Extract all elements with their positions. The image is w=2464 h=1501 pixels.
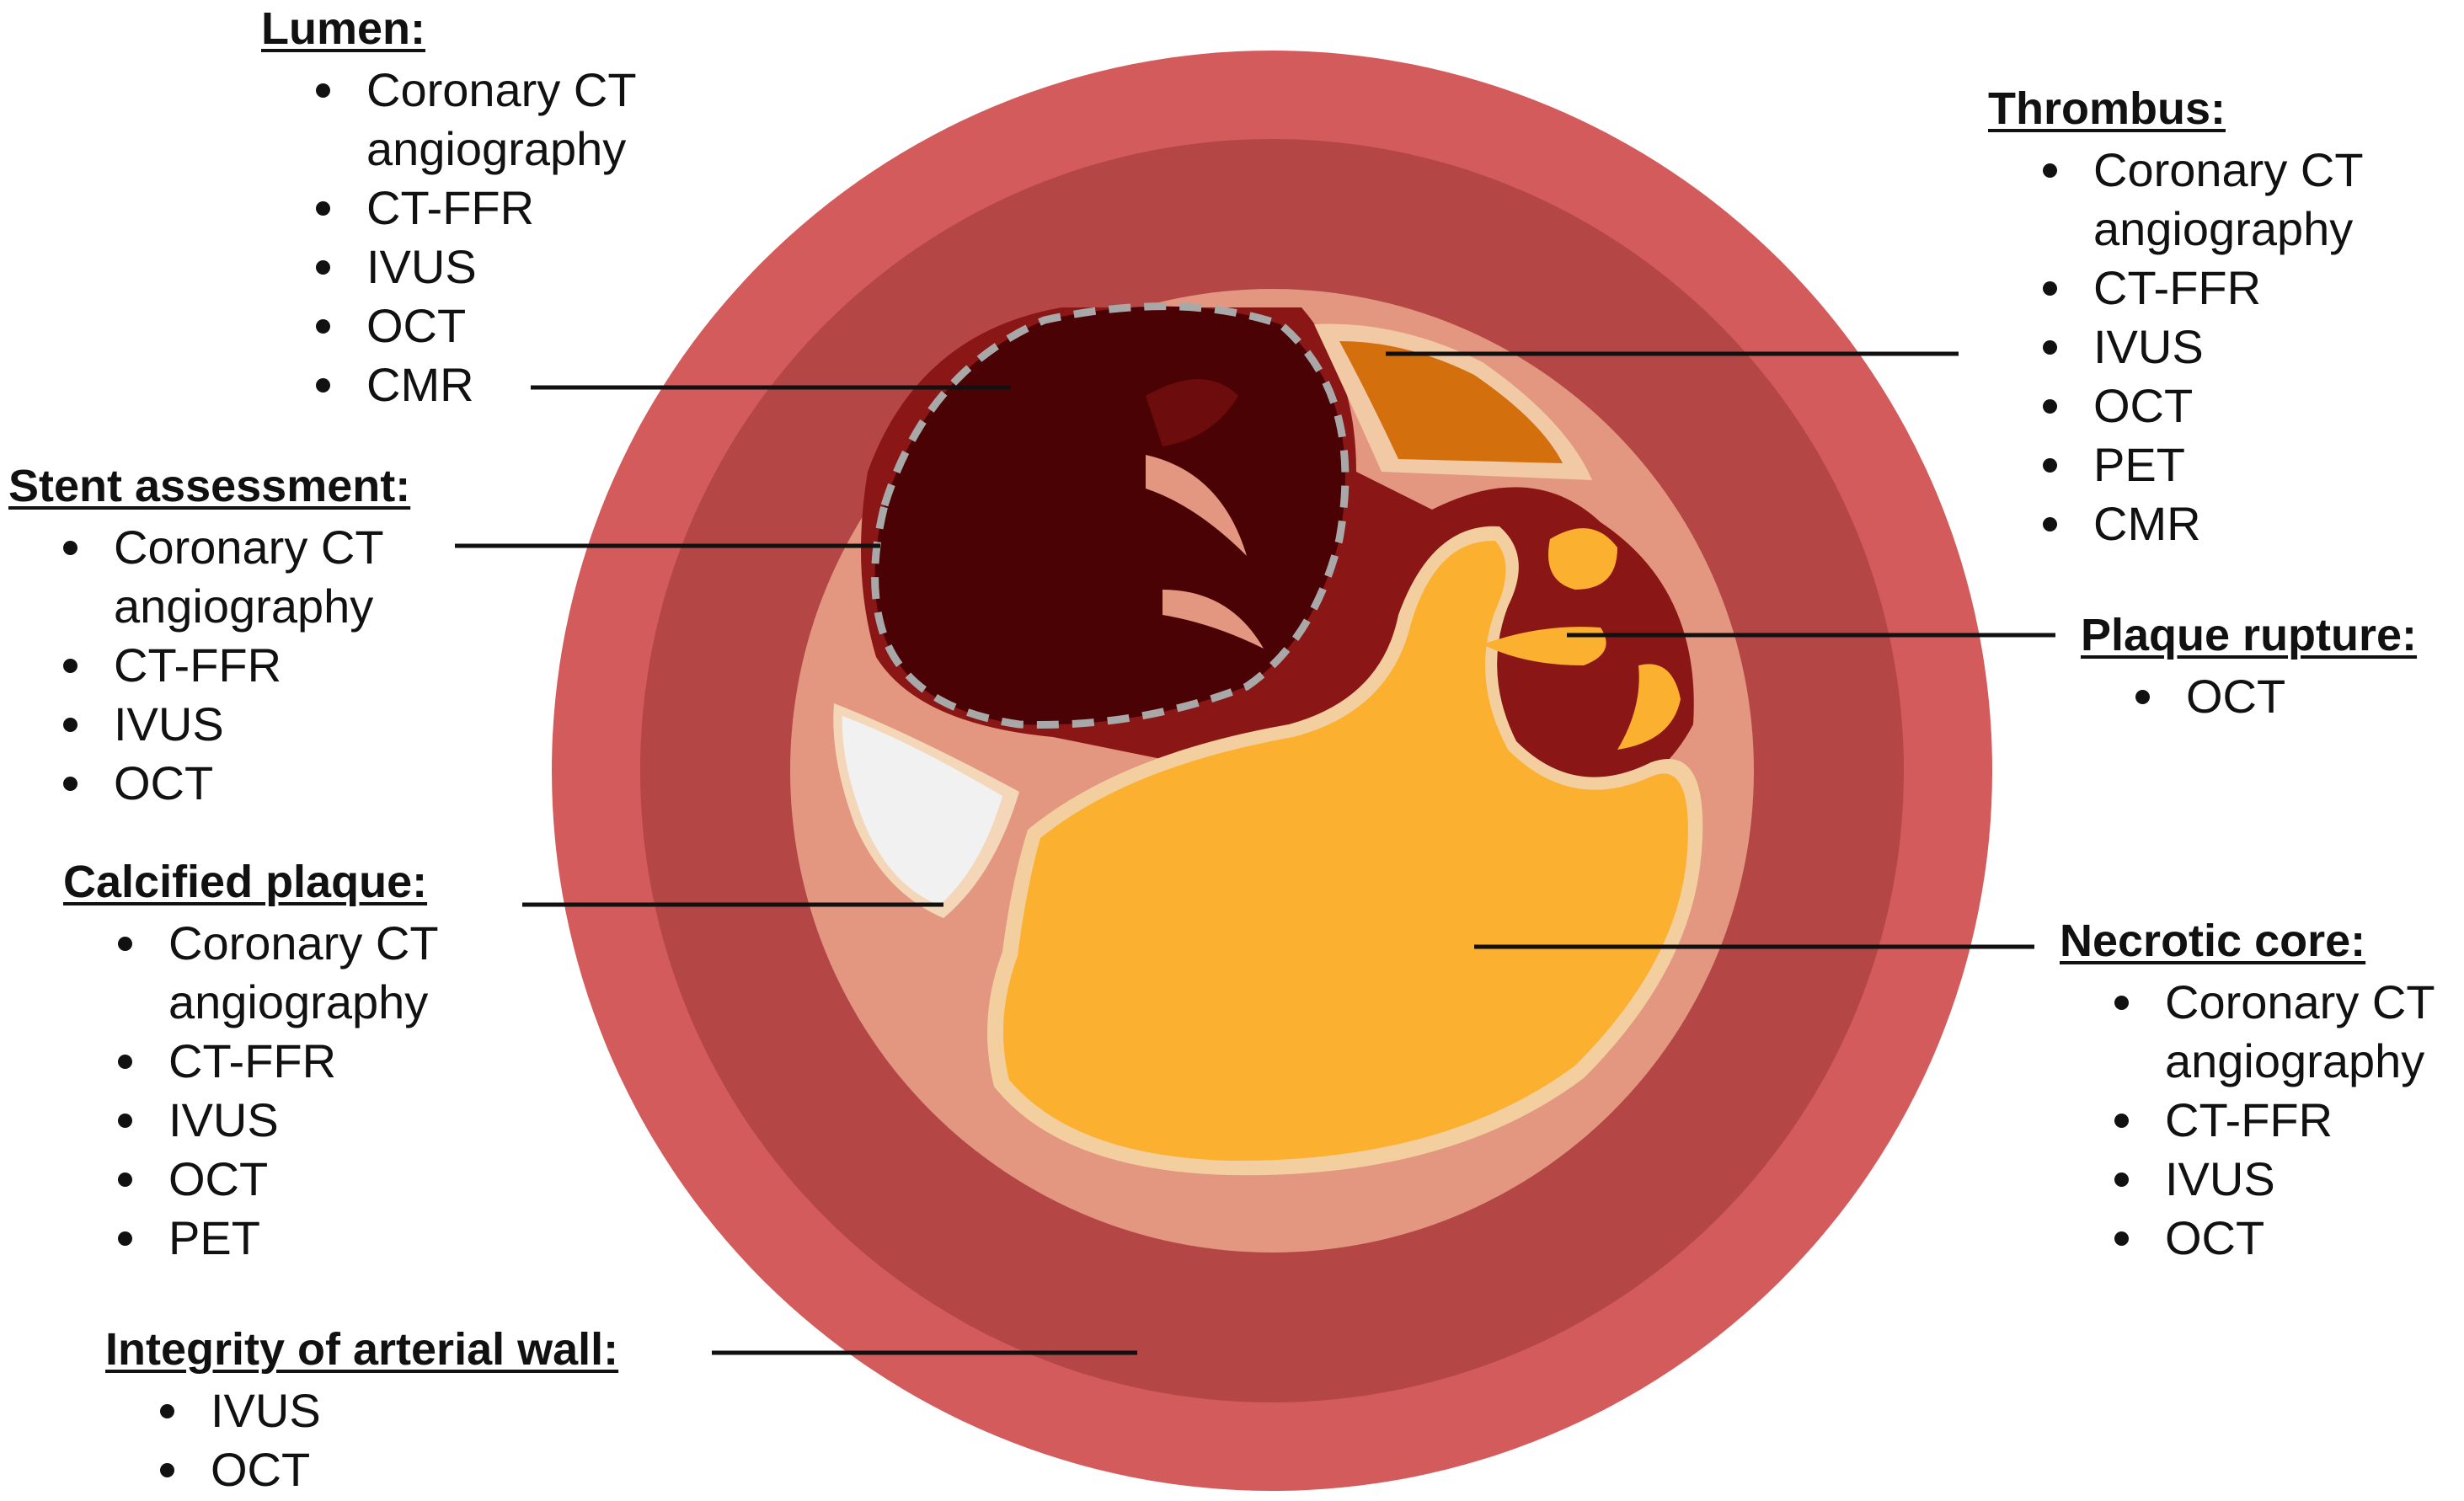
- label-arterial-wall: Integrity of arterial wall: IVUS OCT: [105, 1322, 618, 1499]
- list-item: PET: [2043, 435, 2413, 494]
- label-lumen: Lumen: Coronary CT angiography CT-FFR IV…: [261, 2, 687, 414]
- label-necrotic-list: Coronary CT angiography CT-FFR IVUS OCT: [2060, 973, 2464, 1268]
- necrotic-fragment: [1548, 528, 1617, 590]
- lumen-highlight: [1146, 379, 1238, 446]
- list-item: IVUS: [2043, 318, 2413, 377]
- list-item: OCT: [2135, 667, 2417, 726]
- list-item: CT-FFR: [2043, 259, 2413, 318]
- list-item: Coronary CT angiography: [2114, 973, 2464, 1091]
- list-item: Coronary CT angiography: [63, 518, 434, 636]
- label-wall-title: Integrity of arterial wall:: [105, 1324, 619, 1375]
- label-wall-list: IVUS OCT: [105, 1381, 618, 1499]
- list-item: IVUS: [2114, 1150, 2464, 1209]
- thrombus: [1339, 341, 1563, 463]
- list-item: CMR: [316, 355, 687, 414]
- label-thrombus-title: Thrombus:: [1988, 83, 2226, 134]
- list-item: Coronary CT angiography: [316, 61, 687, 179]
- lumen-fold: [1163, 590, 1264, 649]
- necrotic-fragment: [1617, 664, 1681, 750]
- list-item: IVUS: [63, 695, 434, 754]
- label-necrotic-core: Necrotic core: Coronary CT angiography C…: [2060, 914, 2464, 1268]
- label-necrotic-title: Necrotic core:: [2060, 916, 2366, 966]
- list-item: CT-FFR: [118, 1032, 489, 1091]
- label-stent-title: Stent assessment:: [8, 461, 411, 511]
- list-item: IVUS: [316, 238, 687, 296]
- list-item: OCT: [316, 296, 687, 355]
- lumen-fold: [1146, 455, 1247, 556]
- calcified-plaque: [842, 716, 1002, 905]
- list-item: IVUS: [159, 1381, 618, 1440]
- label-calcified-title: Calcified plaque:: [63, 857, 428, 907]
- stent-mesh: [871, 302, 1350, 729]
- list-item: OCT: [159, 1440, 618, 1499]
- necrotic-core: [1002, 540, 1688, 1162]
- label-thrombus: Thrombus: Coronary CT angiography CT-FFR…: [1988, 82, 2413, 553]
- list-item: CT-FFR: [63, 636, 434, 695]
- label-thrombus-list: Coronary CT angiography CT-FFR IVUS OCT …: [1988, 141, 2413, 553]
- list-item: IVUS: [118, 1091, 489, 1150]
- list-item: OCT: [2114, 1209, 2464, 1268]
- list-item: CMR: [2043, 494, 2413, 553]
- list-item: Coronary CT angiography: [2043, 141, 2413, 259]
- list-item: OCT: [118, 1150, 489, 1209]
- list-item: Coronary CT angiography: [118, 914, 489, 1032]
- label-plaque-rupture: Plaque rupture: OCT: [2081, 608, 2417, 726]
- label-calcified-list: Coronary CT angiography CT-FFR IVUS OCT …: [63, 914, 489, 1268]
- label-stent-assessment: Stent assessment: Coronary CT angiograph…: [8, 459, 434, 813]
- label-lumen-list: Coronary CT angiography CT-FFR IVUS OCT …: [261, 61, 687, 414]
- list-item: OCT: [2043, 377, 2413, 435]
- list-item: OCT: [63, 754, 434, 813]
- label-rupture-list: OCT: [2081, 667, 2417, 726]
- label-lumen-title: Lumen:: [261, 3, 425, 54]
- label-rupture-title: Plaque rupture:: [2081, 610, 2418, 660]
- label-stent-list: Coronary CT angiography CT-FFR IVUS OCT: [8, 518, 434, 813]
- list-item: CT-FFR: [2114, 1091, 2464, 1150]
- list-item: CT-FFR: [316, 179, 687, 238]
- list-item: PET: [118, 1209, 489, 1268]
- label-calcified-plaque: Calcified plaque: Coronary CT angiograph…: [63, 855, 489, 1268]
